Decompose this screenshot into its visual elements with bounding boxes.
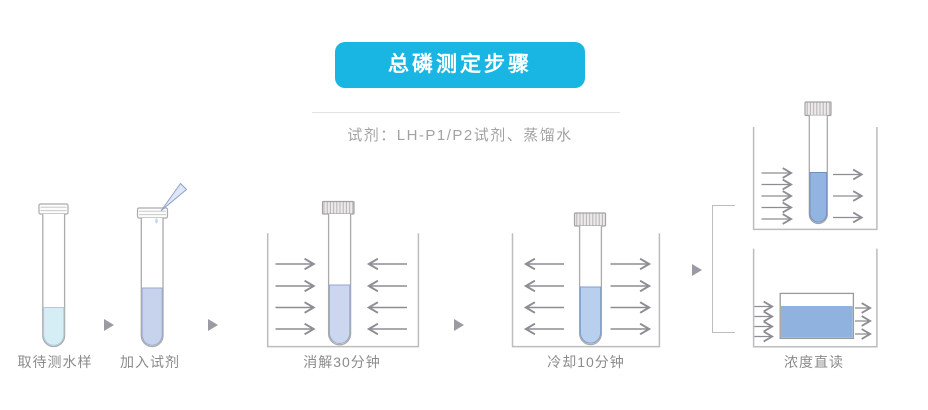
- container-walls: [511, 233, 661, 348]
- divider-line: [312, 112, 620, 113]
- step-label-3: 消解30分钟: [303, 354, 381, 370]
- page-title: 总磷测定步骤: [388, 53, 532, 76]
- step-label-2: 加入试剂: [120, 354, 180, 370]
- cuvette-liquid: [781, 306, 853, 338]
- container-walls: [266, 233, 420, 348]
- sample-tube: [38, 203, 69, 348]
- next-step-arrow-icon: [454, 319, 464, 331]
- reagent-mix-liquid: [141, 287, 163, 346]
- digestion-liquid: [328, 284, 351, 344]
- options-bracket: [712, 205, 735, 333]
- step-label-5: 浓度直读: [784, 354, 844, 370]
- next-step-arrow-icon: [104, 319, 114, 331]
- pipette-icon: [160, 183, 187, 211]
- cooling-container: [511, 212, 661, 348]
- next-step-arrow-icon: [692, 264, 702, 276]
- digestion-container: [266, 200, 420, 348]
- step-label-4: 冷却10分钟: [547, 354, 625, 370]
- reagent-drop-icon: [155, 217, 158, 224]
- tube-rim: [38, 203, 69, 215]
- reagent-tube: [136, 183, 187, 348]
- next-step-arrow-icon: [208, 319, 218, 331]
- water-sample-liquid: [43, 307, 65, 346]
- cooled-liquid: [579, 286, 602, 344]
- tube-cap: [573, 212, 607, 227]
- reading-liquid: [809, 172, 828, 223]
- container-walls: [752, 248, 878, 348]
- container-walls: [752, 127, 878, 231]
- reading-chamber-tube: [752, 101, 878, 231]
- tube-cap: [804, 101, 832, 117]
- tube-cap: [321, 200, 355, 215]
- step-label-1: 取待测水样: [17, 354, 93, 370]
- title-banner: 总磷测定步骤: [335, 42, 585, 88]
- reading-chamber-cuvette: [752, 248, 878, 348]
- reagent-note: 试剂：LH-P1/P2试剂、蒸馏水: [347, 127, 573, 144]
